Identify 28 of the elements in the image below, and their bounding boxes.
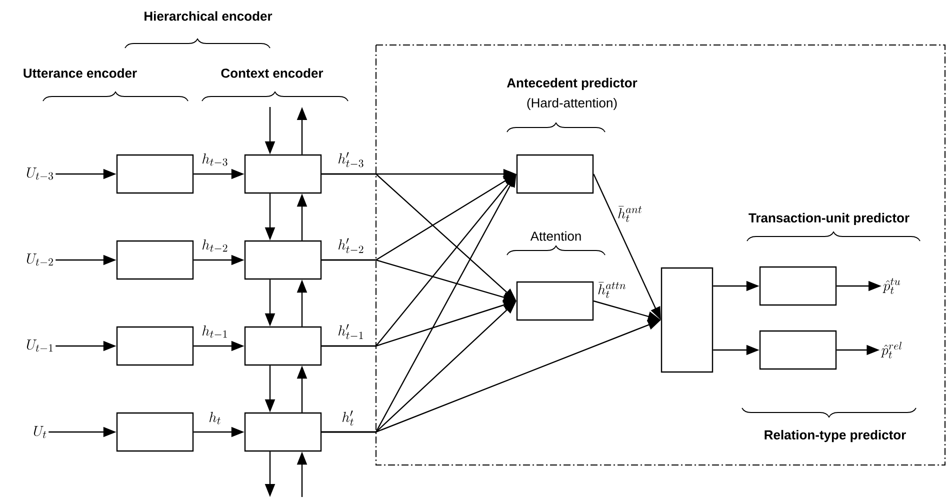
block	[116, 154, 194, 194]
math-label: $h'_{t-3}$	[338, 152, 364, 168]
node-label: Antecedent predictor	[506, 78, 638, 90]
node-label: Attention	[530, 231, 581, 241]
edge-label: $h_{t-3}$	[200, 152, 230, 168]
node-label: Transaction-unit predictor	[748, 212, 910, 226]
block	[660, 267, 714, 373]
block	[116, 326, 194, 366]
group-heading: Context encoder	[221, 68, 324, 78]
labeled-block: Antecedent predictor (Hard-attention)	[506, 78, 638, 194]
edge-label: $h_{t-2}$	[200, 238, 230, 254]
block	[116, 240, 194, 280]
edge-label: $h_{t}$	[208, 410, 222, 426]
math-label: $h'_{t-2}$	[338, 238, 364, 254]
node-label: Relation-type predictor	[764, 430, 906, 442]
edge-label: $\bar{h}_{t}^{attn}$	[596, 281, 628, 299]
edge-label: $h_{t-1}$	[200, 324, 230, 340]
math-label: $U_{t-2}$	[26, 254, 53, 266]
group-heading: Utterance encoder	[24, 68, 137, 78]
group-heading: Hierarchical encoder	[144, 11, 272, 21]
edge-label: $\bar{h}_{t}^{ant}$	[616, 205, 644, 223]
math-label: $U_{t}$	[34, 426, 46, 438]
node-label: (Hard-attention)	[527, 98, 617, 110]
math-label: $U_{t-3}$	[26, 168, 54, 180]
math-label: $h'_{t-1}$	[338, 324, 363, 340]
math-label: $U_{t-1}$	[26, 340, 53, 352]
math-label: $h'_{t}$	[342, 410, 354, 426]
block	[116, 412, 194, 452]
